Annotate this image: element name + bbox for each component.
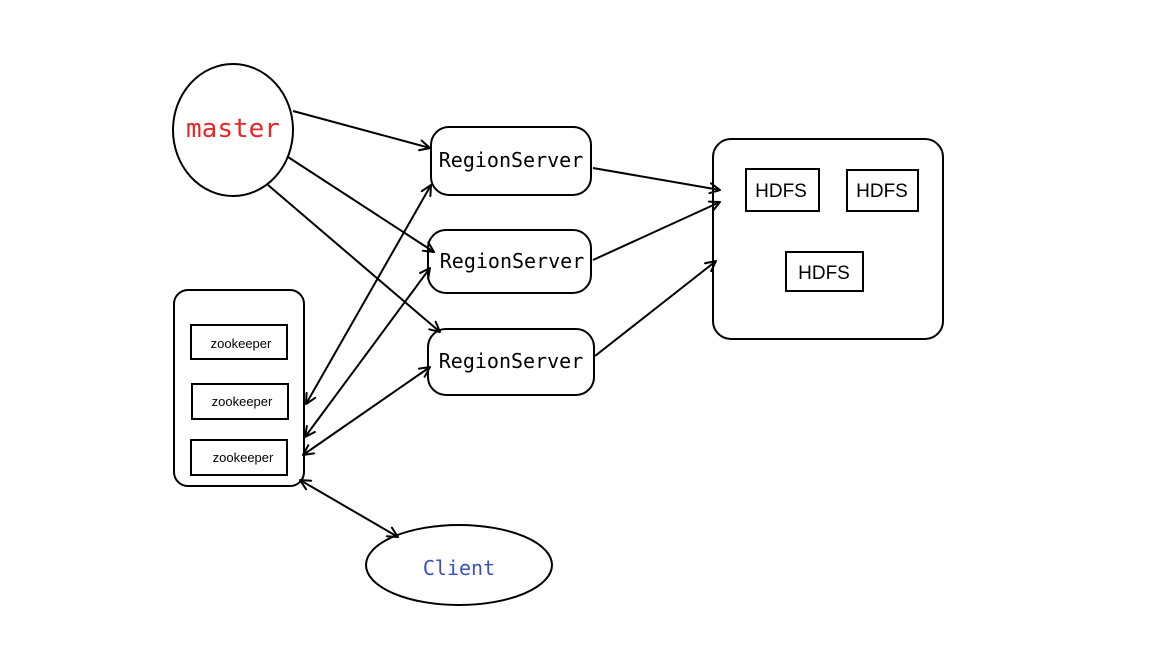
hdfs-node-3: HDFS [785, 251, 864, 292]
hdfs-label: HDFS [755, 181, 807, 202]
region-server-label: RegionServer [440, 249, 585, 273]
region-server-label: RegionServer [439, 148, 584, 172]
master-node: master [172, 63, 294, 197]
arrow-rs2-to-hdfs [592, 200, 721, 261]
arrow-master-to-rs2 [287, 156, 435, 253]
arrow-rs3-to-hdfs [594, 260, 717, 357]
client-node: Client [365, 524, 553, 606]
client-label: Client [423, 556, 495, 580]
zookeeper-label: zookeeper [211, 336, 272, 351]
zookeeper-node-2: zookeeper [191, 383, 289, 420]
zookeeper-label: zookeeper [213, 450, 274, 465]
arrow-zk-client [299, 479, 399, 538]
region-server-2: RegionServer [427, 229, 592, 294]
arrow-zk-rs2 [304, 267, 431, 438]
region-server-label: RegionServer [439, 349, 584, 373]
hdfs-cluster: HDFS HDFS HDFS [712, 138, 944, 340]
arrow-zk-rs1 [305, 184, 432, 405]
zookeeper-node-1: zookeeper [190, 324, 288, 360]
hdfs-node-1: HDFS [745, 168, 820, 212]
arrow-rs1-to-hdfs [592, 167, 721, 195]
zookeeper-node-3: zookeeper [190, 439, 288, 476]
arrow-master-to-rs1 [292, 110, 431, 152]
hdfs-node-2: HDFS [846, 169, 919, 212]
zookeeper-cluster: zookeeper zookeeper zookeeper [173, 289, 305, 487]
zookeeper-label: zookeeper [212, 394, 273, 409]
master-label: master [186, 114, 280, 144]
region-server-1: RegionServer [430, 126, 592, 196]
hdfs-label: HDFS [856, 181, 908, 202]
region-server-3: RegionServer [427, 328, 595, 396]
hdfs-label: HDFS [798, 263, 850, 284]
arrow-zk-rs3 [302, 366, 431, 456]
